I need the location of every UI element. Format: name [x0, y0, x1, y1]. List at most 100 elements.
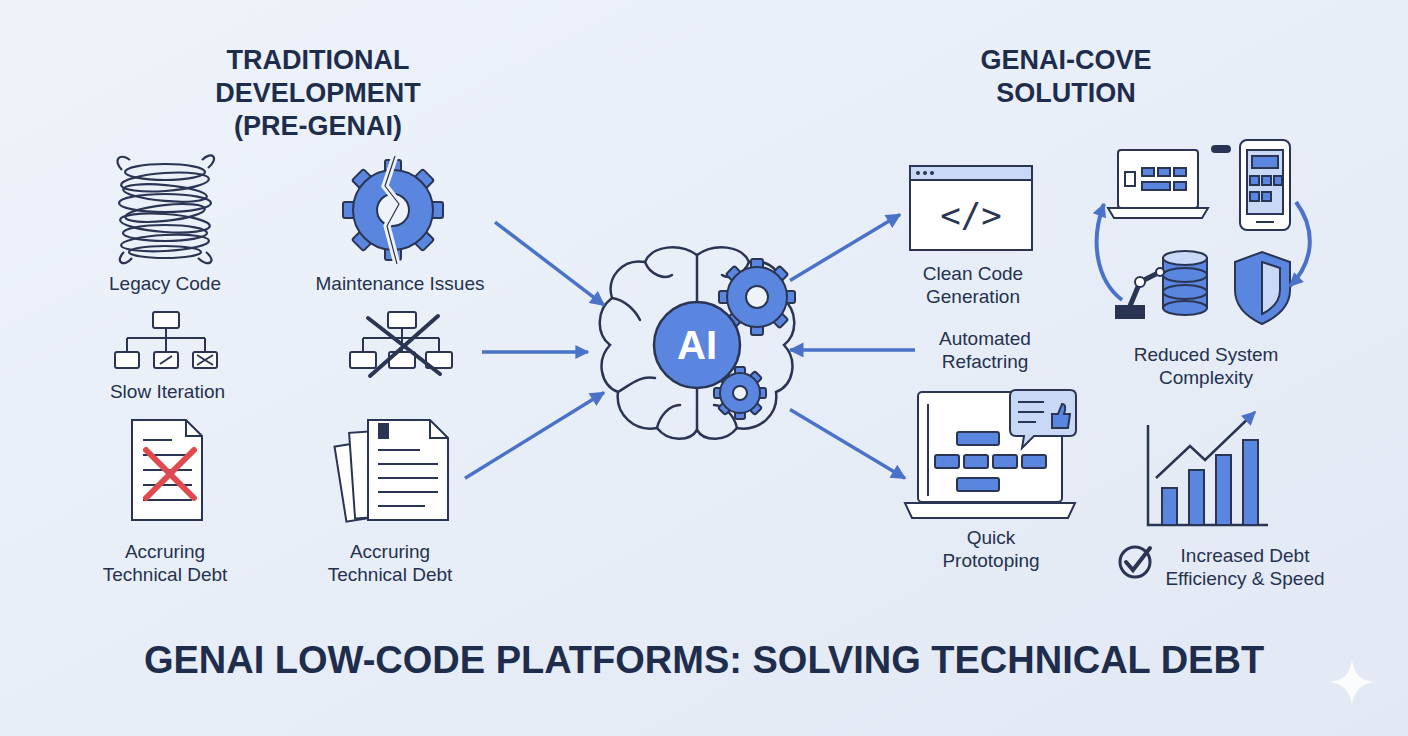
- node-text: Increased Debt Efficiency & Speed: [1158, 544, 1333, 590]
- devices-icon: [1250, 176, 1259, 185]
- hierarchy-icon: [160, 356, 172, 364]
- devices-icon: [1252, 156, 1278, 168]
- devices-icon: [1174, 182, 1186, 190]
- devices-icon: [1240, 140, 1290, 230]
- code-window-icon: [930, 171, 934, 175]
- laptop-icon: [927, 404, 929, 496]
- crossed-hierarchy-icon: [388, 312, 416, 328]
- devices-icon: [1163, 251, 1207, 265]
- laptop-icon: [1022, 455, 1046, 468]
- hierarchy-icon: [115, 352, 139, 368]
- broken-gear-icon: [385, 156, 399, 264]
- devices-icon: [1156, 268, 1164, 276]
- laptop-icon: [905, 503, 1075, 518]
- devices-icon: [1174, 168, 1186, 176]
- hierarchy-icon: [154, 352, 178, 368]
- rejected-document-icon: [186, 420, 202, 436]
- rejected-document-icon: [132, 420, 202, 520]
- devices-icon: [1262, 262, 1280, 314]
- laptop-icon: [935, 455, 959, 468]
- document-stack-icon: [379, 424, 388, 438]
- devices-icon: [1125, 172, 1135, 186]
- gear-icon: [727, 267, 787, 327]
- laptop-icon: [964, 455, 988, 468]
- node-text: Accruring Technical Debt: [90, 540, 240, 586]
- tangle-icon: [202, 155, 214, 168]
- document-stack-icon: [368, 420, 448, 520]
- laptop-icon: [957, 432, 999, 445]
- node-text: Slow Iteration: [95, 380, 240, 403]
- check-icon: [1120, 547, 1150, 577]
- crossed-hierarchy-icon: [350, 312, 452, 376]
- tangle-icon: [198, 252, 211, 263]
- devices-icon: [1163, 268, 1207, 282]
- devices-icon: [1235, 252, 1290, 324]
- devices-icon: [1118, 150, 1198, 208]
- bar-chart-icon: [1148, 425, 1268, 525]
- input-arrow: [482, 350, 588, 354]
- node-text: Quick Prototoping: [926, 526, 1056, 572]
- concept-node: Quick Prototoping: [905, 388, 1077, 572]
- flow-arrow: [790, 348, 915, 352]
- bar-chart-icon: [1216, 455, 1231, 525]
- flow-arrow: [790, 215, 900, 281]
- devices-icon: [1163, 301, 1207, 315]
- laptop-icon: [1018, 402, 1044, 422]
- hierarchy-icon: [153, 312, 179, 328]
- hierarchy-icon: [197, 355, 213, 365]
- ai-label: AI: [647, 322, 747, 368]
- flow-arrow: [790, 410, 905, 479]
- concept-node: Increased Debt Efficiency & Speed: [1115, 405, 1330, 590]
- cycle-arrow: [1290, 202, 1310, 286]
- tangle-icon: [129, 246, 201, 258]
- brain-icon: [600, 247, 795, 438]
- section-heading: TRADITIONAL DEVELOPMENT (PRE-GENAI): [203, 44, 433, 143]
- gear-icon: [733, 386, 747, 400]
- devices-icon: [1158, 168, 1170, 176]
- laptop-icon: [993, 455, 1017, 468]
- bar-chart-icon: [1189, 470, 1204, 525]
- bar-chart-icon: [1243, 440, 1258, 525]
- node-text: Legacy Code: [95, 272, 235, 295]
- tangle-icon: [117, 157, 130, 170]
- code-window-icon: [923, 171, 927, 175]
- concept-node: Reduced System Complexity: [1085, 135, 1327, 389]
- document-stack-icon: [378, 450, 438, 506]
- check-icon: [1120, 547, 1150, 577]
- devices-icon: [1130, 272, 1160, 306]
- cycle-arrow: [1097, 204, 1122, 300]
- node-text: Automated Refactring: [920, 327, 1050, 373]
- tangle-icon: [117, 155, 214, 263]
- crossed-hierarchy-icon: [350, 352, 376, 368]
- concept-node: Maintenance Issues: [305, 160, 495, 295]
- check-icon: [1126, 548, 1150, 570]
- code-symbol: </>: [930, 191, 1012, 239]
- tangle-icon: [120, 252, 132, 263]
- devices-icon: [1135, 277, 1145, 287]
- node-text: Reduced System Complexity: [1116, 343, 1296, 389]
- rejected-document-icon: [132, 420, 202, 520]
- devices-icon: [1116, 306, 1144, 318]
- code-window-icon: [910, 166, 1032, 250]
- laptop-icon: [1010, 390, 1076, 448]
- rejected-document-icon: [146, 450, 194, 498]
- devices-icon: [1250, 192, 1259, 201]
- concept-node: Clean Code Generation: [900, 162, 1046, 308]
- devices-icon: [1262, 176, 1271, 185]
- bar-chart-icon: [1148, 425, 1268, 525]
- devices-icon: [1142, 182, 1170, 190]
- devices-icon: [1274, 176, 1282, 185]
- laptop-icon: [905, 390, 1076, 518]
- laptop-icon: [957, 478, 999, 491]
- concept-node: Automated Refactring: [915, 325, 1055, 375]
- flow-arrow: [465, 393, 604, 479]
- gear-icon: [720, 373, 760, 413]
- concept-node: Slow Iteration: [95, 308, 240, 403]
- section-heading: GENAI-COVE SOLUTION: [966, 44, 1166, 110]
- hierarchy-icon: [193, 352, 217, 368]
- sparkle-mark: [1330, 660, 1374, 704]
- broken-gear-icon: [343, 156, 443, 264]
- tangle-icon: [119, 211, 210, 235]
